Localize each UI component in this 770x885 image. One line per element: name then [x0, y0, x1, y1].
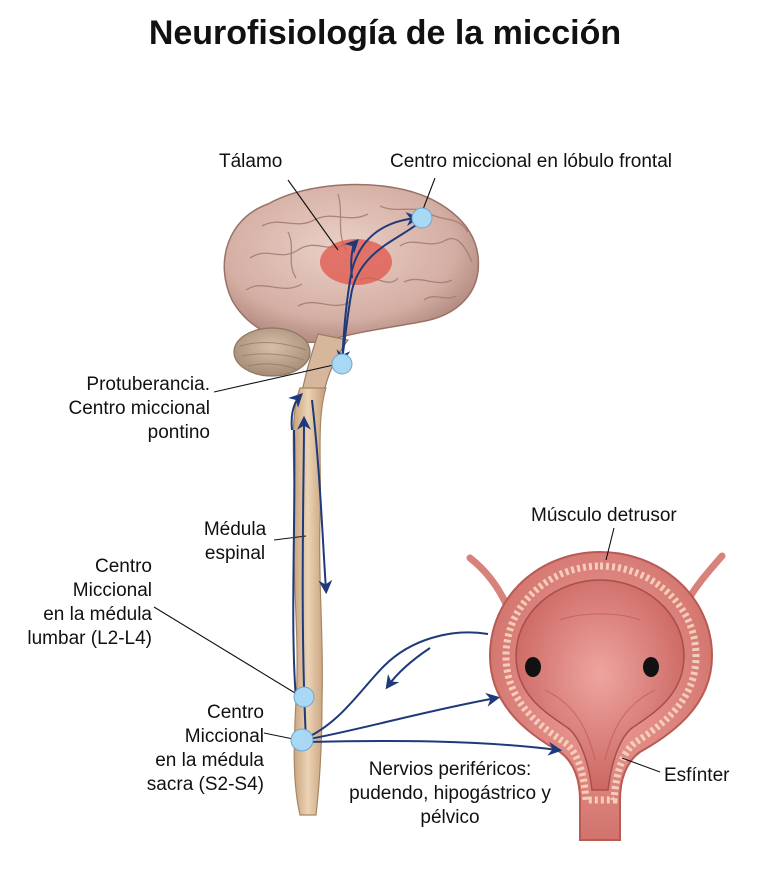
- ureter-orifice-right: [643, 657, 659, 677]
- pointer-lines: [153, 177, 661, 773]
- label-medula-espinal: Médula espinal: [203, 519, 267, 564]
- label-centro-sacro: Centro Miccional en la médula sacra (S2-…: [146, 702, 264, 795]
- cerebellum: [233, 327, 311, 377]
- thalamus-highlight: [320, 239, 392, 285]
- node-pontine: [331, 353, 353, 375]
- ureter-orifice-left: [525, 657, 541, 677]
- label-talamo: Tálamo: [219, 151, 283, 172]
- label-nervios-perifericos: Nervios periféricos: pudendo, hipogástri…: [349, 759, 551, 828]
- label-centro-frontal: Centro miccional en lóbulo frontal: [390, 151, 672, 172]
- node-frontal: [411, 207, 433, 229]
- label-esfinter: Esfínter: [664, 765, 730, 786]
- node-sacral: [290, 728, 314, 752]
- node-lumbar: [293, 686, 315, 708]
- label-centro-lumbar: Centro Miccional en la médula lumbar (L2…: [27, 556, 152, 649]
- label-musculo-detrusor: Músculo detrusor: [531, 505, 677, 526]
- label-protuberancia: Protuberancia. Centro miccional pontino: [68, 374, 211, 443]
- page-title: Neurofisiología de la micción: [148, 14, 622, 52]
- neural-pathways: [288, 212, 563, 756]
- miction-centers: [290, 207, 433, 752]
- spinal-cord: [292, 387, 327, 816]
- bladder-illustration: [466, 550, 726, 841]
